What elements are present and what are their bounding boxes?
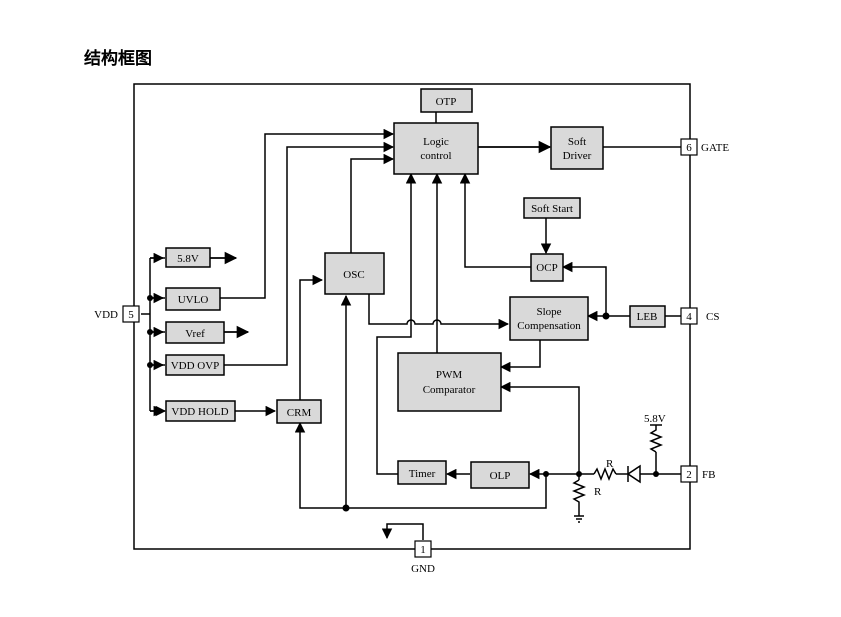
svg-text:1: 1 [420, 544, 426, 556]
pin-cs: 4 CS [680, 307, 719, 325]
svg-text:Driver: Driver [563, 150, 592, 162]
olp-block: OLP [470, 461, 530, 489]
svg-text:5.8V: 5.8V [177, 253, 199, 265]
svg-text:OLP: OLP [490, 470, 511, 482]
svg-text:PWM: PWM [436, 369, 463, 381]
leb-block: LEB [629, 305, 666, 328]
ocp-block: OCP [530, 253, 564, 282]
svg-text:CS: CS [706, 311, 719, 323]
svg-text:control: control [420, 150, 451, 162]
svg-text:Soft: Soft [568, 136, 586, 148]
pin-vdd: 5 VDD [94, 305, 140, 323]
vref-block: Vref [165, 321, 225, 344]
resistor-label-r2: R [594, 486, 602, 498]
svg-text:Timer: Timer [409, 468, 436, 480]
svg-text:Comparator: Comparator [423, 384, 476, 396]
crm-block: CRM [276, 399, 322, 424]
svg-text:5: 5 [128, 309, 134, 321]
slope-compensation-block: Slope Compensation [509, 296, 589, 341]
svg-text:Logic: Logic [423, 136, 449, 148]
svg-text:OTP: OTP [436, 96, 457, 108]
svg-text:Slope: Slope [536, 306, 561, 318]
svg-text:CRM: CRM [287, 407, 312, 419]
svg-text:LEB: LEB [637, 311, 658, 323]
svg-text:FB: FB [702, 469, 715, 481]
page-title: 结构框图 [84, 49, 152, 69]
svg-text:Compensation: Compensation [517, 320, 581, 332]
vdd-ovp-block: VDD OVP [165, 354, 225, 376]
svg-text:2: 2 [686, 469, 692, 481]
logic-control-block: Logic control [393, 122, 479, 175]
otp-block: OTP [420, 88, 473, 113]
pin-fb: 2 FB [680, 465, 715, 483]
uvlo-block: UVLO [165, 287, 221, 311]
svg-text:GATE: GATE [701, 142, 729, 154]
svg-text:GND: GND [411, 563, 435, 575]
svg-text:6: 6 [686, 142, 692, 154]
pwm-comparator-block: PWM Comparator [397, 352, 502, 412]
svg-text:UVLO: UVLO [178, 294, 209, 306]
junction-dots [147, 295, 659, 512]
svg-text:Vref: Vref [185, 328, 205, 340]
timer-block: Timer [397, 460, 447, 485]
svg-text:OSC: OSC [343, 269, 364, 281]
svg-text:OCP: OCP [536, 262, 557, 274]
svg-text:VDD OVP: VDD OVP [171, 360, 220, 372]
supply-label: 5.8V [644, 413, 666, 425]
pin-gnd: 1 GND [411, 540, 435, 575]
5.8v-block: 5.8V [165, 247, 211, 268]
soft-driver-block: Soft Driver [550, 126, 604, 170]
svg-text:VDD: VDD [94, 309, 118, 321]
vdd-hold-block: VDD HOLD [165, 400, 236, 422]
resistor-label-r1: R [606, 458, 614, 470]
svg-text:VDD HOLD: VDD HOLD [171, 406, 228, 418]
osc-block: OSC [324, 252, 385, 295]
pin-gate: 6 GATE [680, 138, 729, 156]
svg-text:Soft Start: Soft Start [531, 203, 573, 215]
soft-start-block: Soft Start [523, 197, 581, 219]
svg-text:4: 4 [686, 311, 692, 323]
